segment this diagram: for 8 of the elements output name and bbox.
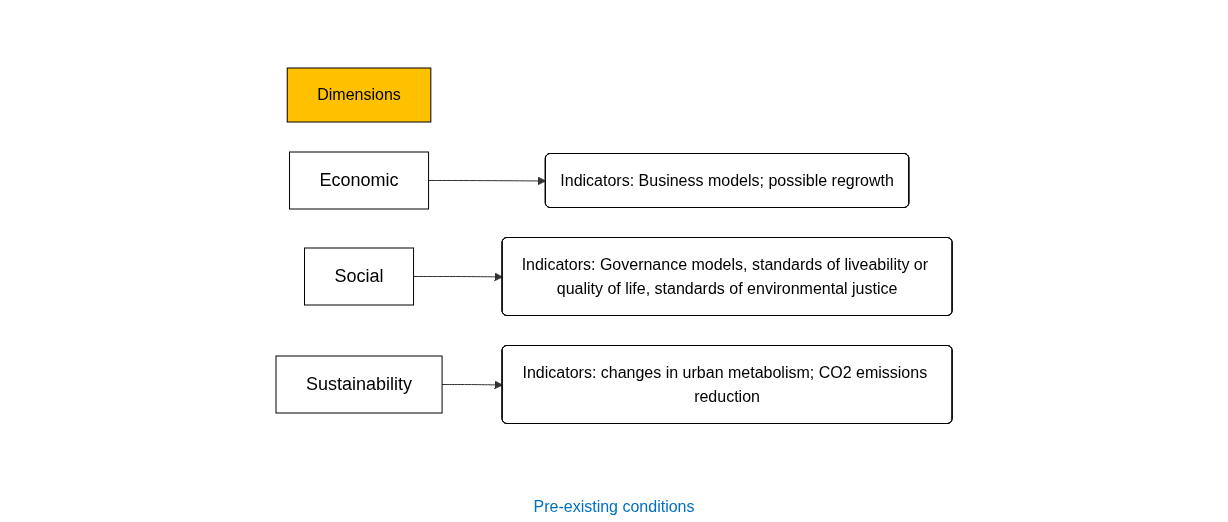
node-box: Social — [304, 247, 414, 306]
node-box: Economic — [289, 151, 429, 210]
arrow — [413, 272, 503, 282]
arrow — [428, 176, 547, 186]
node-box: Dimensions — [286, 67, 432, 123]
node-box: Sustainability — [275, 355, 443, 414]
arrow — [441, 380, 503, 390]
note-text: Pre-existing conditions — [533, 498, 695, 516]
